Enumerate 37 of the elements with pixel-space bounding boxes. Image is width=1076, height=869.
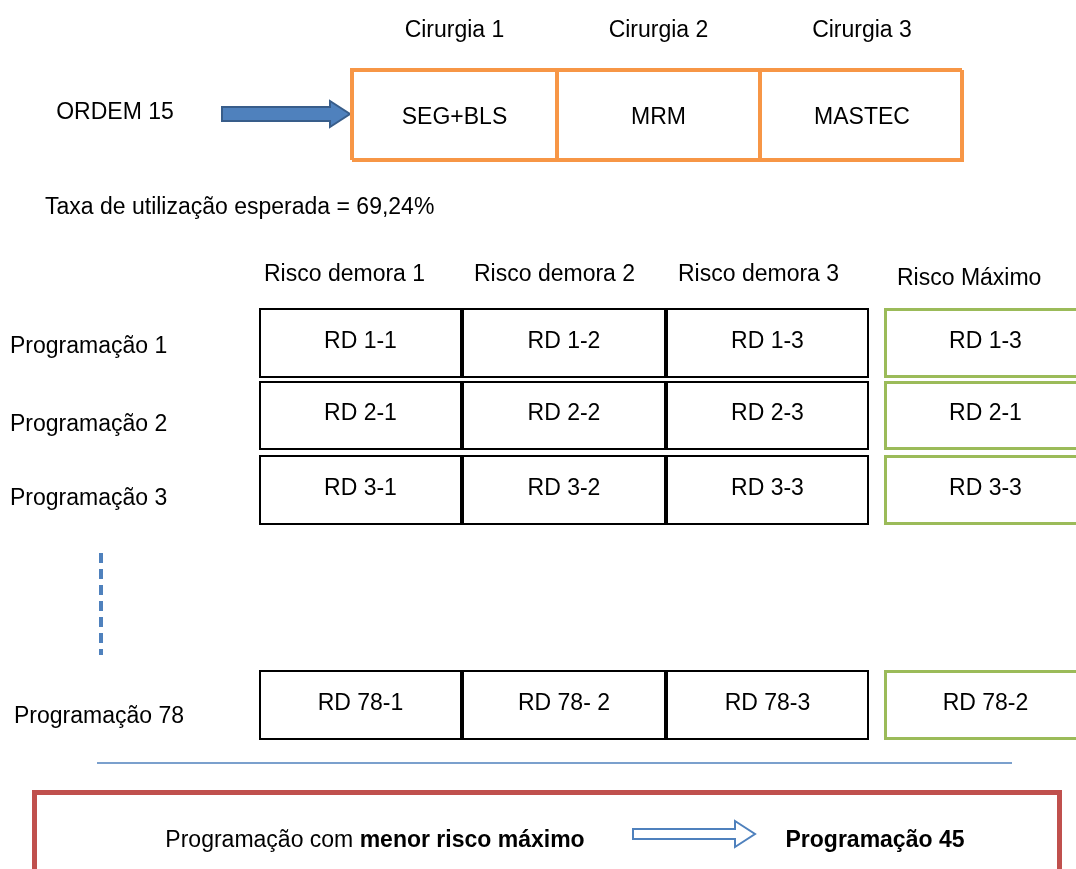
column-header: Cirurgia 2 (608, 16, 709, 43)
arrow (221, 99, 352, 129)
result-text: Programação com menor risco máximo (125, 820, 625, 858)
table-cell: RD 78-3 (666, 670, 869, 740)
cell-text: MASTEC (814, 102, 910, 130)
arrow (632, 819, 757, 849)
row-label: Programação 3 (10, 484, 168, 511)
order-label: ORDEM 15 (30, 92, 200, 130)
table-cell: RD 1-3 (884, 308, 1076, 378)
table-cell: RD 2-3 (666, 381, 869, 450)
column-header: Risco demora 2 (474, 260, 636, 287)
column-header: Cirurgia 1 (404, 16, 505, 43)
table-cell: RD 3-3 (884, 455, 1076, 525)
table-cell: RD 1-3 (666, 308, 869, 378)
column-header: Cirurgia 3 (812, 16, 912, 43)
cell-text: MRM (631, 102, 686, 130)
table-cell: RD 78- 2 (462, 670, 666, 740)
column-header: Risco demora 3 (678, 260, 840, 287)
table-cell: RD 3-2 (462, 455, 666, 525)
row-label: Programação 2 (10, 410, 168, 437)
row-label: Programação 78 (14, 702, 185, 729)
table-cell: RD 2-1 (884, 381, 1076, 450)
table-cell: RD 1-1 (259, 308, 462, 378)
column-header: Risco demora 1 (264, 260, 426, 287)
column-header: Risco Máximo (897, 264, 1042, 291)
result-panel (32, 790, 1062, 869)
row-label: Programação 1 (10, 332, 168, 359)
table-cell: RD 1-2 (462, 308, 666, 378)
table-cell: RD 78-2 (884, 670, 1076, 740)
table-cell: RD 78-1 (259, 670, 462, 740)
note-text: Taxa de utilização esperada = 69,24% (45, 193, 435, 220)
result-text: Programação 45 (775, 820, 975, 858)
table-cell: RD 3-3 (666, 455, 869, 525)
table-cell: RD 2-2 (462, 381, 666, 450)
cell-text: SEG+BLS (401, 102, 508, 130)
table-cell: RD 2-1 (259, 381, 462, 450)
table-cell: RD 3-1 (259, 455, 462, 525)
